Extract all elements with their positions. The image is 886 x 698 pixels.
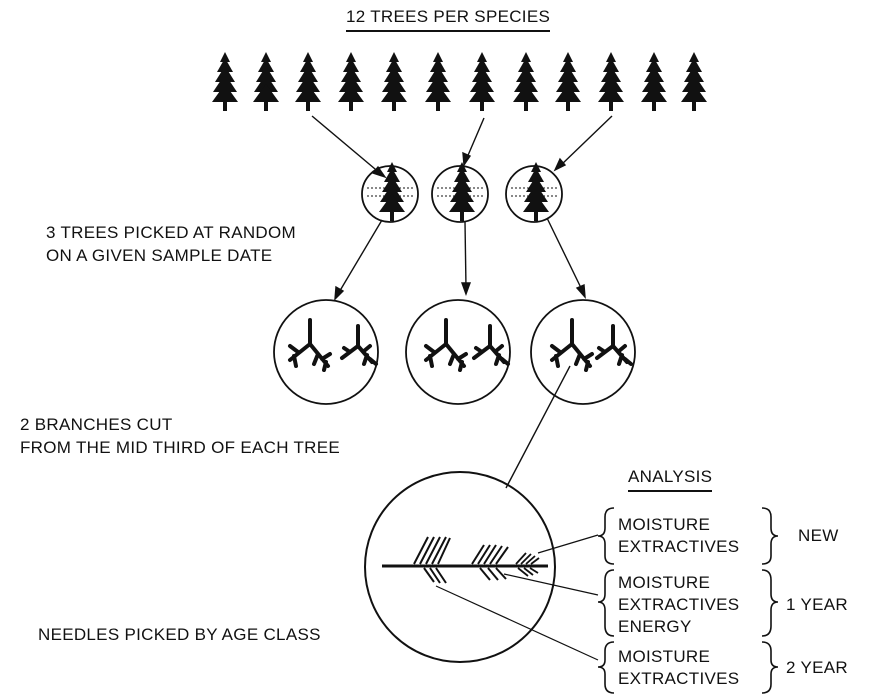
branch-circle [530,299,636,405]
left-brace-2yr [597,641,615,694]
needle-circle [364,471,556,663]
arrow-head [575,283,586,300]
arrow-connector [559,115,613,167]
tree-icon [210,50,240,113]
selected-trees [361,160,563,223]
analysis-item: EXTRACTIVES [618,537,740,556]
needles-old [413,536,451,584]
branch-circle [405,299,511,405]
analysis-item: MOISTURE [618,647,711,666]
selected-tree-circle [361,160,419,223]
arrow-connector [337,219,383,295]
pointer-1yr [503,573,599,596]
branch-samples [273,299,636,405]
analysis-heading: ANALYSIS [628,466,713,492]
branch-icon [595,324,633,366]
right-brace-1yr [761,569,779,637]
right-brace-new [761,507,779,565]
diagram-title: 12 TREES PER SPECIES [346,6,551,32]
branch-icon [424,318,468,372]
arrow-head [334,285,345,301]
selection-arrows [311,115,613,179]
analysis-item: MOISTURE [618,573,711,592]
tree-icon [251,50,281,113]
tree-icon [336,50,366,113]
tree-icon [679,50,709,113]
tree-icon [553,50,583,113]
branch-icon [340,324,378,366]
tree-icon [596,50,626,113]
tree-icon [379,50,409,113]
pointer-2yr [435,585,599,661]
braces [597,507,779,694]
tree-icon [423,50,453,113]
tree-icon [293,50,323,113]
arrow-connector [465,117,485,161]
branch-arrows [334,217,586,301]
age-class-label: NEW [798,526,839,545]
branch-circle [273,299,379,405]
step-branches-label-line2: FROM THE MID THIRD OF EACH TREE [20,438,341,457]
analysis-item: ENERGY [618,617,692,636]
age-class-label: 1 YEAR [786,595,848,614]
analysis-pointers [435,534,599,661]
pointer-new [537,534,599,554]
tree-icon [639,50,669,113]
step-trees-label-line2: ON A GIVEN SAMPLE DATE [46,246,273,265]
step-needles-label: NEEDLES PICKED BY AGE CLASS [38,625,321,644]
needles-1yr [471,544,509,581]
needle-sample [364,471,556,663]
selected-tree-circle [505,160,563,223]
right-brace-2yr [761,641,779,694]
tree-icon [467,50,497,113]
needle-connector [505,365,571,489]
step-branches-label-line1: 2 BRANCHES CUT [20,415,173,434]
arrow-head [553,157,567,172]
analysis-item: MOISTURE [618,515,711,534]
branch-icon [288,318,332,372]
selected-tree-circle [431,160,489,223]
tree-icon [511,50,541,113]
tree-row [210,50,709,113]
branch-icon [550,318,594,372]
branch-icon [472,324,510,366]
arrow-head [462,151,472,168]
arrow-connector [546,217,584,293]
arrow-head [461,282,471,297]
left-brace-1yr [597,569,615,637]
age-class-label: 2 YEAR [786,658,848,677]
arrow-connector [464,221,467,289]
needles-new [515,552,540,577]
analysis-item: EXTRACTIVES [618,669,740,688]
arrow-connector [311,115,382,175]
step-trees-label-line1: 3 TREES PICKED AT RANDOM [46,223,296,242]
left-brace-new [597,507,615,565]
analysis-item: EXTRACTIVES [618,595,740,614]
